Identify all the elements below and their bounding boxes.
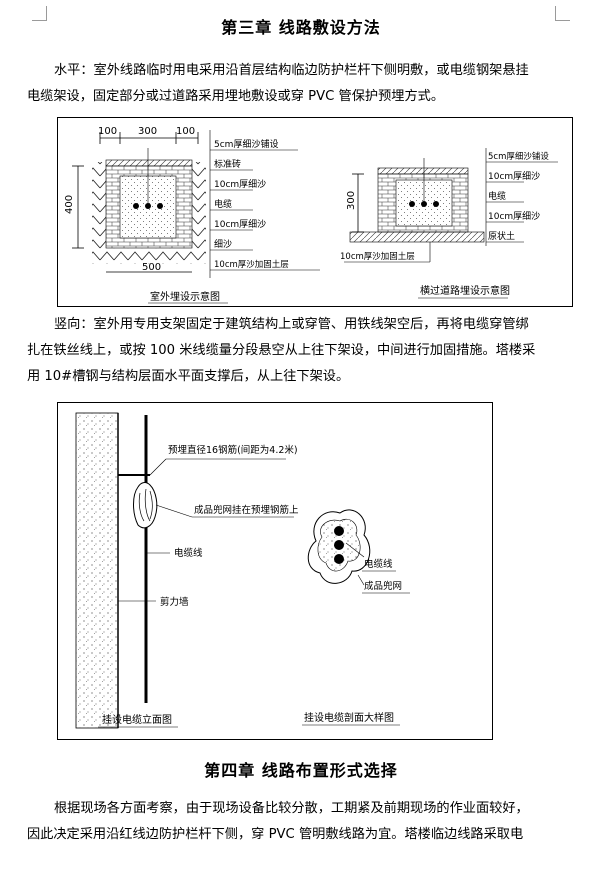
label-cable-r: 电缆: [488, 190, 506, 202]
shear-wall: [75, 412, 119, 729]
paragraph-layout-choice: 根据现场各方面考察，由于现场设备比较分散，工期紧及前期现场的作业面较好， 因此决…: [27, 796, 577, 848]
hanging-cable-diagram: 预埋直径16钢筋(间距为4.2米) 成品兜网挂在预埋钢筋上 电缆线 剪力墙 挂设…: [75, 412, 410, 729]
chapter-3-title: 第三章 线路敷设方法: [221, 18, 381, 37]
caption-left: 室外埋设示意图: [150, 290, 220, 303]
paragraph-line: 水平：室外线路临时用电采用沿首层结构临边防护栏杆下侧明敷，或电缆钢架悬挂: [54, 63, 529, 78]
label-cable: 电缆: [214, 198, 232, 210]
figure-buried-cable: 100 300 100 400 500: [57, 117, 573, 307]
buried-cable-diagram: 100 300 100 400 500: [64, 126, 558, 304]
trench-right: [349, 158, 485, 243]
dim-label: 300: [138, 126, 157, 137]
paragraph-line: 竖向：室外用专用支架固定于建筑结构上或穿管、用铁线架空后，再将电缆穿管绑: [54, 317, 529, 332]
dim-label: 500: [142, 262, 161, 273]
label-wall: 剪力墙: [160, 596, 189, 608]
trench-left: [92, 148, 206, 264]
label-soil-left: 10cm厚沙加固土层: [214, 259, 289, 270]
label-sand-2-r: 10cm厚细沙: [488, 210, 540, 222]
label-sand-3: 细沙: [214, 238, 232, 250]
dimension-top-left: 100 300 100: [98, 126, 199, 144]
dim-label: 300: [346, 191, 357, 210]
label-brick: 标准砖: [214, 158, 241, 170]
paragraph-line: 扎在铁丝线上，或按 100 米线缆量分段悬空从上往下架设，中间进行加固措施。塔楼…: [27, 343, 536, 358]
label-rebar: 预埋直径16钢筋(间距为4.2米): [168, 444, 298, 456]
figure-hanging-cable: 预埋直径16钢筋(间距为4.2米) 成品兜网挂在预埋钢筋上 电缆线 剪力墙 挂设…: [57, 402, 493, 740]
label-sand-2: 10cm厚细沙: [214, 218, 266, 230]
label-sand-top: 5cm厚细沙铺设: [214, 138, 278, 150]
paragraph-vertical: 竖向：室外用专用支架固定于建筑结构上或穿管、用铁线架空后，再将电缆穿管绑 扎在铁…: [27, 312, 577, 390]
paragraph-line: 根据现场各方面考察，由于现场设备比较分散，工期紧及前期现场的作业面较好，: [54, 801, 529, 816]
dim-label: 100: [176, 126, 195, 137]
caption-section: 挂设电缆剖面大样图: [304, 711, 394, 724]
labels-left: 5cm厚细沙铺设 标准砖 10cm厚细沙 电缆 10cm厚细沙 细沙 10cm厚…: [209, 130, 320, 278]
cable-dot: [334, 540, 344, 550]
paragraph-line: 用 10#槽钢与结构层面水平面支撑后，从上往下架设。: [27, 369, 350, 384]
dimension-500: 500: [106, 262, 192, 273]
dimension-400: 400: [64, 165, 84, 249]
chapter-4-title: 第四章 线路布置形式选择: [204, 761, 398, 780]
caption-elevation: 挂设电缆立面图: [102, 713, 172, 726]
label-soil-r: 原状土: [488, 230, 515, 242]
dim-label: 400: [64, 195, 75, 214]
label-cable: 电缆线: [174, 547, 203, 559]
label-cable-section: 电缆线: [364, 558, 393, 570]
paragraph-line: 电缆架设，固定部分或过道路采用埋地敷设或穿 PVC 管保护预埋方式。: [27, 89, 445, 104]
page-corner-mark-right: [555, 6, 570, 21]
label-sand-top-r: 5cm厚细沙铺设: [488, 151, 549, 162]
label-net-section: 成品兜网: [364, 580, 402, 592]
label-soil-bottom-r: 10cm厚沙加固土层: [340, 251, 415, 262]
paragraph-horizontal: 水平：室外线路临时用电采用沿首层结构临边防护栏杆下侧明敷，或电缆钢架悬挂 电缆架…: [27, 58, 577, 110]
labels-right: 5cm厚细沙铺设 10cm厚细沙 电缆 10cm厚细沙 原状土 10cm厚沙加固…: [340, 148, 558, 263]
label-sand-1: 10cm厚细沙: [214, 178, 266, 190]
page-corner-mark-left: [32, 6, 47, 21]
label-sand-1-r: 10cm厚细沙: [488, 170, 540, 182]
dim-label: 100: [98, 126, 117, 137]
cable-dot: [334, 554, 344, 564]
dimension-300: 300: [346, 173, 364, 233]
label-net-hang: 成品兜网挂在预埋钢筋上: [194, 504, 299, 516]
paragraph-line: 因此决定采用沿红线边防护栏杆下侧，穿 PVC 管明敷线路为宜。塔楼临边线路采取电: [27, 827, 524, 842]
cable-dot: [334, 526, 344, 536]
caption-right: 横过道路埋设示意图: [420, 284, 510, 297]
